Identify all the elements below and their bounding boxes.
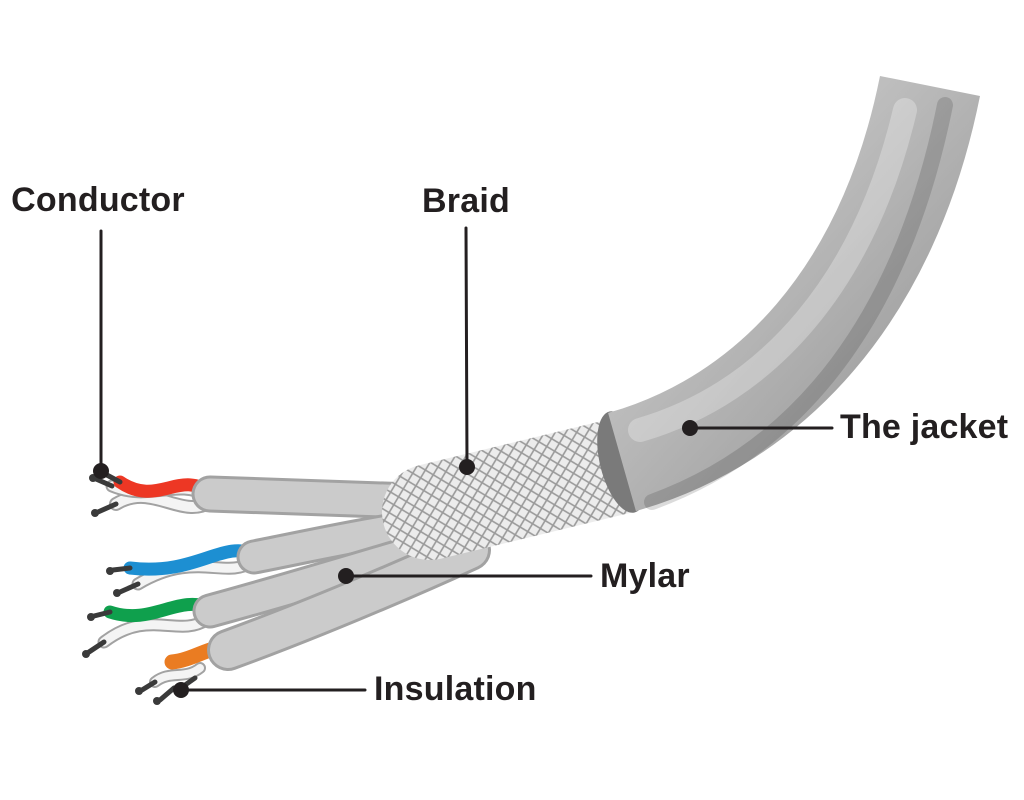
label-insulation: Insulation <box>374 670 537 708</box>
conductor-tip <box>135 687 143 695</box>
label-braid: Braid <box>422 182 510 220</box>
conductor-tip <box>113 589 121 597</box>
white-conductor <box>151 664 204 686</box>
conductor-tip <box>93 476 115 489</box>
leader-dot-braid <box>459 459 475 475</box>
label-conductor: Conductor <box>11 181 185 219</box>
conductor-tip <box>110 565 133 573</box>
conductor-tip <box>87 613 95 621</box>
conductor-tip <box>157 685 177 703</box>
leader-dot-mylar <box>338 568 354 584</box>
leader-mylar <box>338 568 593 584</box>
conductor-tip <box>86 639 107 655</box>
conductor-tip <box>117 581 141 595</box>
jacket-highlight <box>628 98 917 442</box>
leader-conductor <box>93 229 109 479</box>
conductor-tip <box>106 567 114 575</box>
mylar-tube <box>210 532 488 668</box>
leaders <box>93 226 834 698</box>
leader-dot-conductor <box>93 463 109 479</box>
leader-braid <box>459 226 475 475</box>
conductor-tip <box>91 609 113 619</box>
label-mylar: Mylar <box>600 557 690 595</box>
jacket-shadow <box>644 97 953 510</box>
conductor-tip <box>95 501 119 515</box>
leader-dot-insulation <box>173 682 189 698</box>
leader-dot-jacket <box>682 420 698 436</box>
conductor-tip <box>82 650 90 658</box>
conductor-tip <box>139 679 158 693</box>
conductor-tip <box>91 509 99 517</box>
leader-jacket <box>682 420 834 436</box>
jacket <box>607 75 980 512</box>
leader-line-braid <box>464 226 469 466</box>
white-conductor <box>99 615 211 647</box>
braid-shield <box>382 418 668 560</box>
label-jacket: The jacket <box>840 408 1009 446</box>
leader-insulation <box>173 682 367 698</box>
conductor-tip <box>153 697 161 705</box>
